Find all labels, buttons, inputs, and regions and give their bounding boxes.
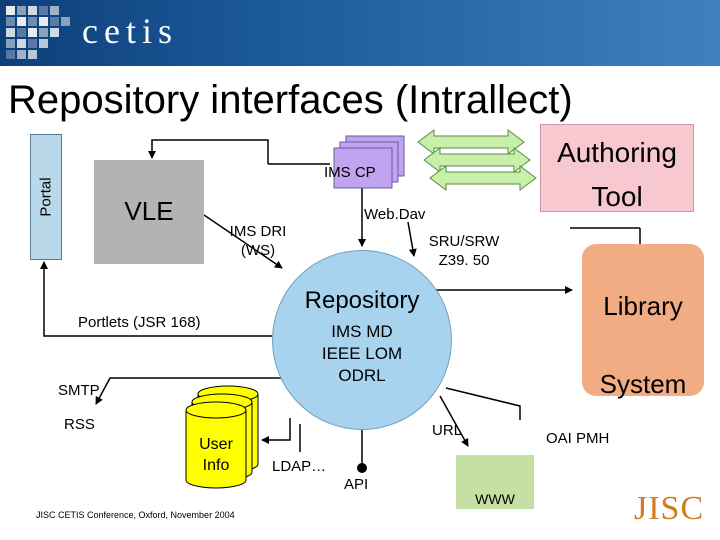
portlets-label: Portlets (JSR 168)	[78, 314, 201, 331]
user-info-label-line-1: User	[199, 436, 233, 453]
connector-oai	[445, 387, 521, 420]
repository-standards: IMS MD IEEE LOM ODRL	[273, 321, 451, 387]
vle-label: VLE	[124, 196, 174, 226]
ldap-label: LDAP…	[272, 458, 327, 475]
api-label: API	[344, 476, 369, 493]
sru-srw-label: SRU/SRW Z39. 50	[424, 232, 504, 270]
api-endpoint-dot	[357, 463, 367, 473]
library-system-label-line-1: Library	[603, 291, 683, 321]
vle-box: VLE	[94, 160, 204, 264]
cetis-logo-text: cetis	[82, 11, 178, 51]
connector-ims-dri	[203, 214, 283, 269]
portal-label: Portal	[37, 177, 55, 217]
repository-standard-odrl: ODRL	[338, 366, 386, 385]
rss-label: RSS	[64, 416, 95, 433]
smtp-label: SMTP	[58, 382, 100, 399]
ims-cp-stack	[333, 135, 405, 189]
user-info-stack	[185, 385, 259, 489]
connector-url	[439, 395, 469, 447]
connector-sru	[407, 221, 417, 257]
user-info-label-line-2: Info	[202, 457, 230, 474]
library-system-label-line-2: System	[599, 369, 687, 399]
connector-user-info	[261, 418, 291, 444]
www-label: WWW	[475, 491, 515, 507]
library-system-box: Library System	[582, 244, 704, 399]
repository-circle: Repository IMS MD IEEE LOM ODRL	[272, 250, 452, 430]
ims-dri-label: IMS DRI (WS)	[218, 222, 298, 260]
www-box: WWW	[456, 455, 534, 509]
connector-smtp	[95, 377, 282, 405]
portal-box: Portal	[30, 134, 62, 260]
repository-standard-ieee-lom: IEEE LOM	[321, 344, 403, 363]
authoring-tool-label-line-1: Authoring	[557, 137, 677, 168]
oai-pmh-label: OAI PMH	[546, 430, 610, 447]
conference-footer: JISC CETIS Conference, Oxford, November …	[36, 510, 235, 520]
header-banner: cetis	[0, 0, 720, 66]
user-info-label: User Info	[186, 434, 246, 476]
connector-portal-top	[148, 139, 269, 164]
authoring-tool-label-line-2: Tool	[591, 181, 643, 212]
ims-dri-label-line-2: (WS)	[240, 242, 276, 259]
banner-gradient	[0, 0, 720, 66]
cetis-logo-mosaic-icon	[6, 6, 70, 59]
repository-title: Repository	[304, 287, 420, 314]
authoring-tool-box: Authoring Tool	[540, 124, 694, 212]
sru-srw-label-line-1: SRU/SRW	[428, 233, 500, 250]
page-title: Repository interfaces (Intrallect)	[8, 78, 573, 122]
ims-cp-label: IMS CP	[324, 164, 376, 181]
connector-portlets	[40, 261, 272, 337]
webdav-label: Web.Dav	[364, 206, 426, 223]
sru-srw-label-line-2: Z39. 50	[438, 252, 490, 269]
url-label: URL	[432, 422, 463, 439]
jisc-logo: JISC	[634, 490, 705, 527]
repository-standard-ims-md: IMS MD	[331, 322, 393, 341]
double-arrow-stack	[417, 129, 537, 191]
ims-dri-label-line-1: IMS DRI	[229, 223, 287, 240]
